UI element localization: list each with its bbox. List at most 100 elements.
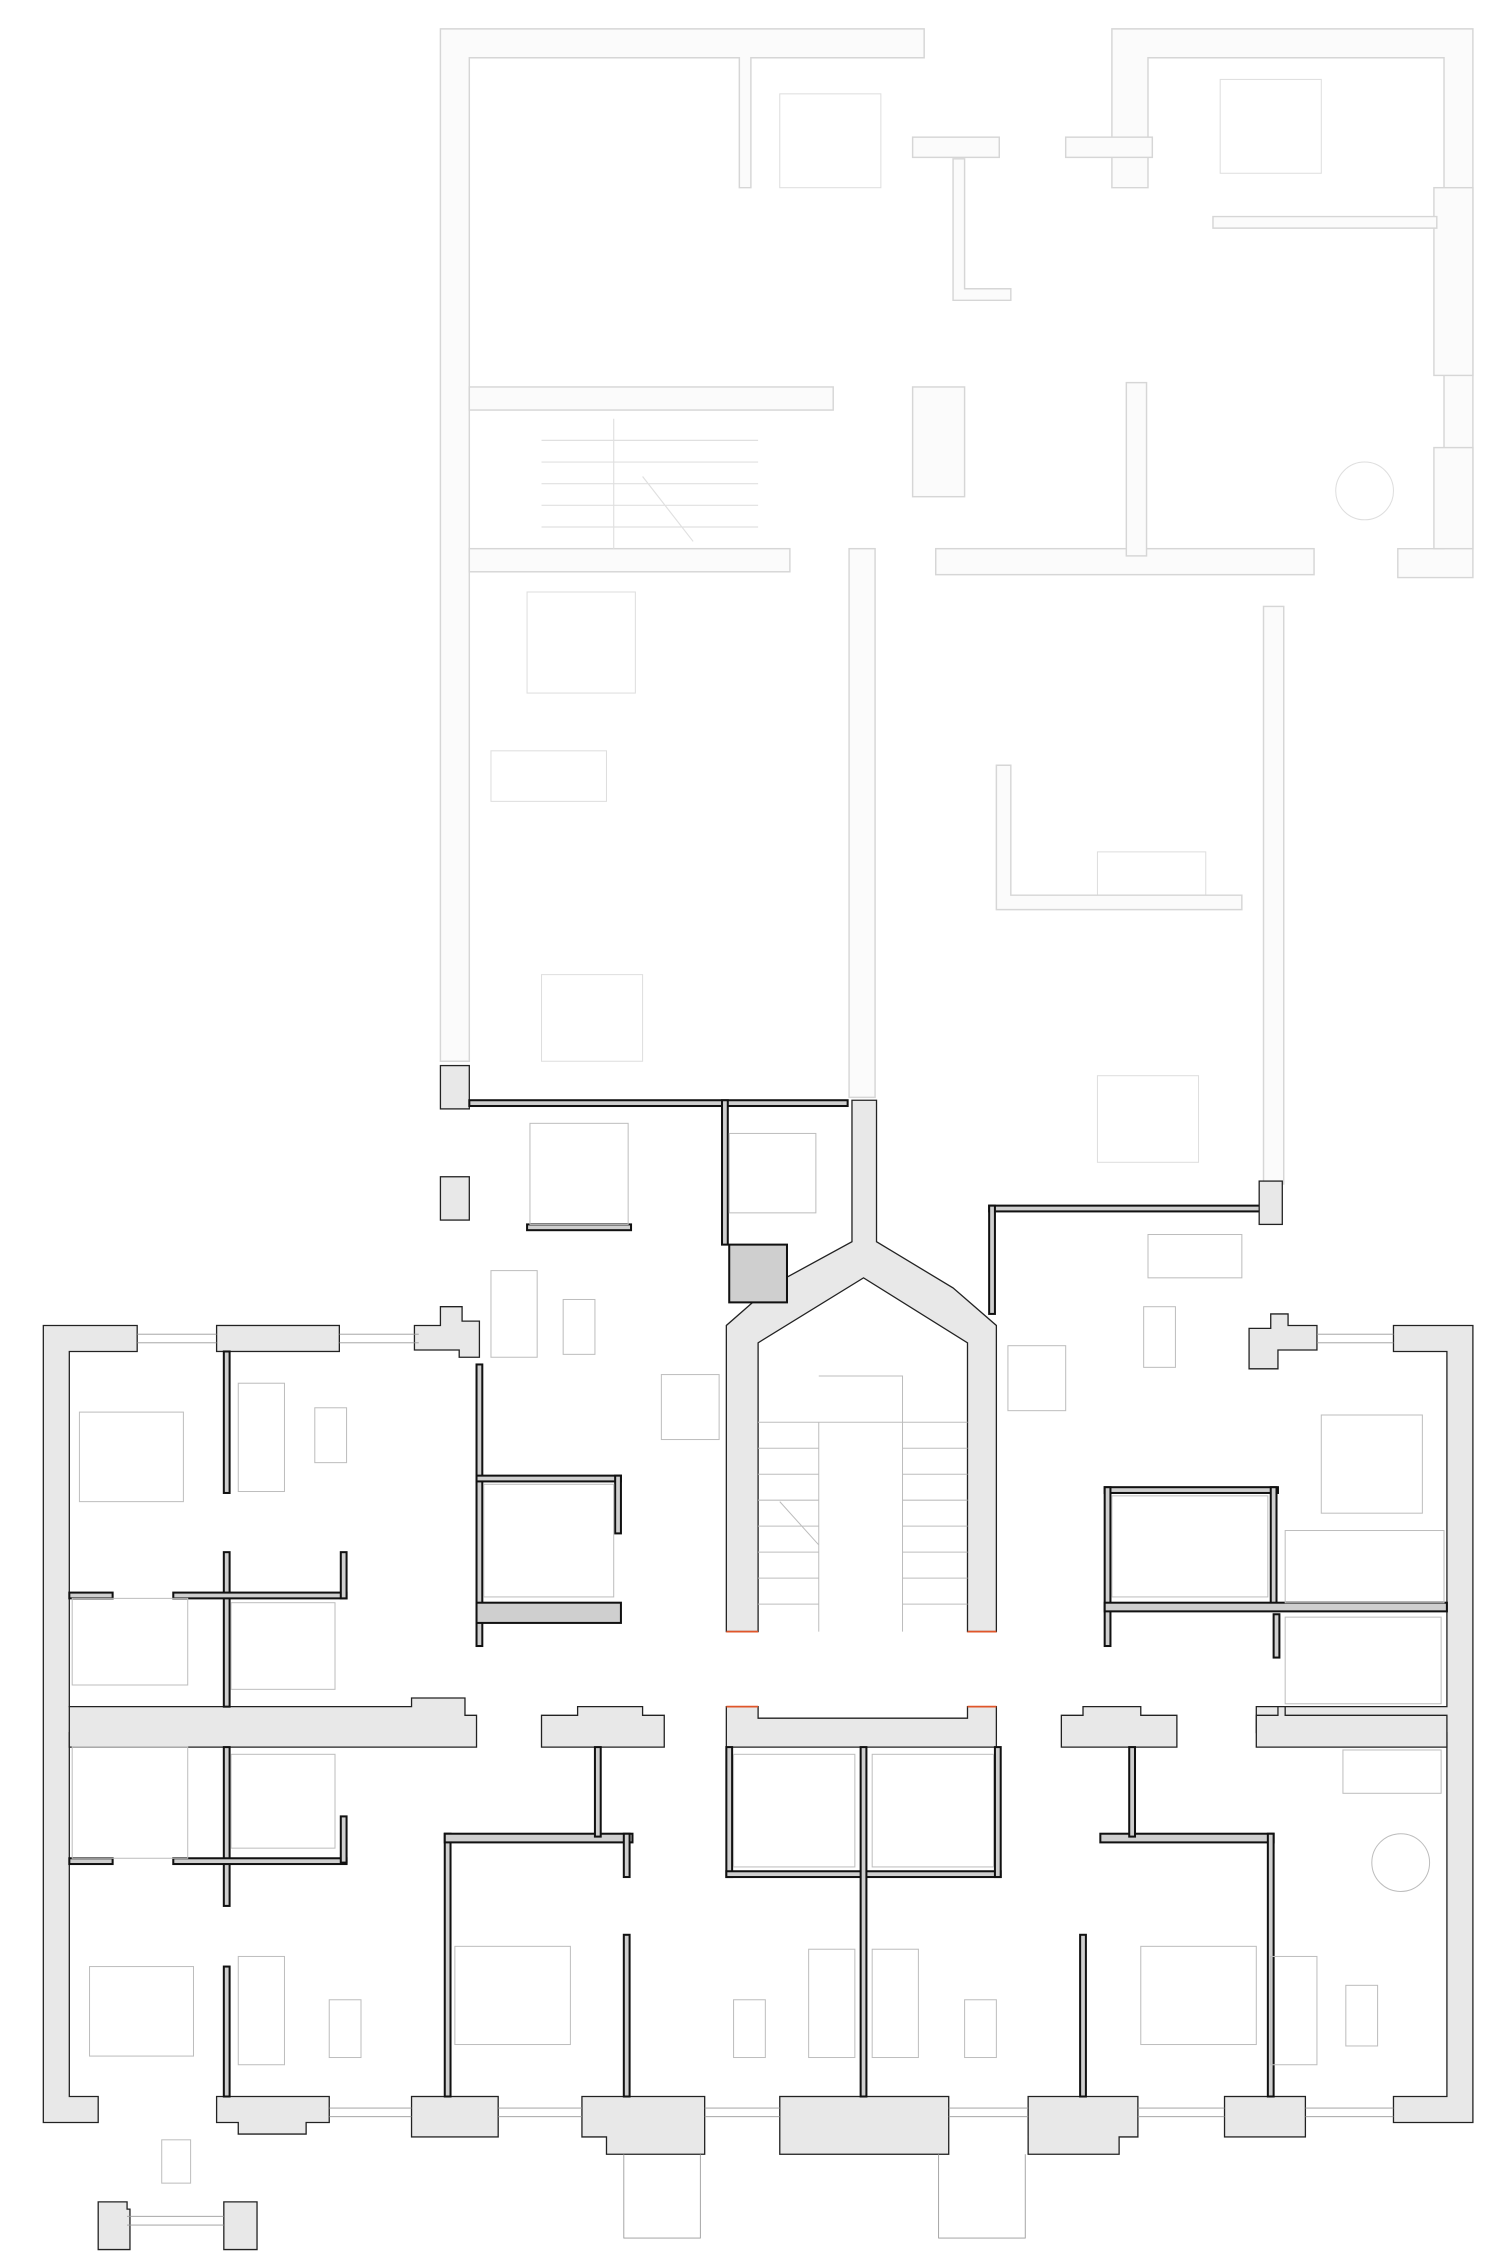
partition-wall bbox=[526, 1223, 633, 1232]
sofa bbox=[237, 1955, 285, 2066]
partition-wall bbox=[622, 1832, 631, 1879]
partition-wall bbox=[68, 1591, 114, 1600]
stair-core bbox=[725, 1099, 998, 1633]
wardrobe bbox=[1284, 1530, 1445, 1604]
bathroom-fixtures bbox=[230, 1753, 336, 1849]
dining-table bbox=[1371, 1833, 1431, 1892]
partition-wall bbox=[1103, 1486, 1279, 1494]
partition-wall bbox=[475, 1363, 484, 1648]
faded-dining-table bbox=[1335, 461, 1394, 521]
bathroom-fixtures bbox=[871, 1753, 994, 1868]
partition-wall bbox=[1099, 1832, 1275, 1844]
faded-wall-balcony bbox=[911, 136, 1000, 159]
window bbox=[137, 1333, 1394, 2118]
partition-wall bbox=[468, 1099, 849, 1108]
wall-column bbox=[1223, 2095, 1307, 2138]
partition-wall bbox=[1269, 1486, 1278, 1611]
sofa bbox=[237, 1382, 285, 1493]
partition-wall bbox=[993, 1746, 1002, 1879]
bathroom-fixtures bbox=[733, 1753, 856, 1868]
wall-column bbox=[1027, 2095, 1139, 2155]
wall-column bbox=[410, 2095, 499, 2138]
partition-wall bbox=[720, 1099, 729, 1246]
kitchen-counter bbox=[1147, 1234, 1243, 1279]
sofa bbox=[490, 1270, 538, 1358]
corridor-walls bbox=[68, 1697, 1448, 1748]
faded-wall-top-left bbox=[439, 28, 925, 1062]
corridor-wall bbox=[68, 1697, 478, 1748]
coffee-table bbox=[1143, 1306, 1176, 1368]
wardrobe bbox=[71, 1597, 189, 1686]
coffee-table bbox=[314, 1407, 348, 1464]
partition-wall bbox=[475, 1601, 622, 1624]
corridor-wall bbox=[1060, 1706, 1178, 1748]
wall-column bbox=[779, 2095, 950, 2155]
partition-wall bbox=[222, 1350, 231, 1494]
faded-wall bbox=[1262, 605, 1285, 1185]
bathroom-fixtures bbox=[230, 1602, 336, 1690]
partition-wall bbox=[728, 1243, 789, 1304]
faded-bed bbox=[541, 974, 644, 1062]
partition-wall bbox=[475, 1474, 622, 1483]
coffee-table bbox=[964, 1999, 997, 2059]
faded-wall bbox=[911, 386, 966, 498]
kitchen-counter bbox=[1342, 1749, 1442, 1794]
partition-wall bbox=[1103, 1486, 1112, 1648]
wall-column bbox=[581, 2095, 706, 2155]
faded-wall bbox=[468, 547, 791, 573]
bed bbox=[78, 1411, 184, 1503]
faded-upper-building bbox=[439, 28, 1474, 1185]
sofa bbox=[871, 1948, 919, 2059]
partition-wall bbox=[593, 1746, 602, 1838]
faded-wall bbox=[1125, 381, 1148, 557]
partition-wall bbox=[859, 1746, 868, 2098]
faded-sofa bbox=[1096, 851, 1207, 896]
bed bbox=[529, 1122, 629, 1225]
bed bbox=[1140, 1945, 1257, 2046]
wall-column bbox=[439, 1176, 470, 1221]
partition-wall bbox=[614, 1474, 622, 1535]
coffee-table bbox=[328, 1999, 362, 2059]
partition-wall bbox=[222, 1551, 231, 1708]
faded-wall bbox=[468, 386, 834, 411]
dining-table bbox=[660, 1374, 720, 1441]
wall-column bbox=[413, 1306, 481, 1358]
partition-wall bbox=[443, 1832, 452, 2098]
corridor-wall bbox=[1255, 1706, 1448, 1748]
faded-bed bbox=[526, 591, 636, 694]
furniture bbox=[71, 1382, 1445, 2184]
partition-wall bbox=[172, 1591, 348, 1600]
wardrobe bbox=[728, 1132, 817, 1214]
coffee-table bbox=[562, 1298, 596, 1355]
partition-wall bbox=[172, 1857, 348, 1866]
entrance-column bbox=[97, 2201, 131, 2251]
entrance-bench bbox=[161, 2139, 192, 2184]
faded-wall bbox=[848, 547, 876, 1099]
partitions bbox=[68, 1350, 1448, 2098]
faded-bed bbox=[1096, 1075, 1200, 1163]
faded-bed bbox=[779, 93, 882, 189]
corridor-wall bbox=[540, 1706, 665, 1748]
partition-wall bbox=[988, 1204, 996, 1315]
dining-table bbox=[1007, 1345, 1067, 1412]
faded-wall-balcony bbox=[1064, 136, 1154, 159]
bathroom-fixtures bbox=[483, 1483, 615, 1598]
faded-wall bbox=[1433, 186, 1474, 377]
partition-wall bbox=[725, 1746, 734, 1879]
wall-column bbox=[215, 2095, 330, 2135]
entrance-column bbox=[223, 2201, 258, 2251]
faded-wall-top-right bbox=[1111, 28, 1474, 579]
stair-core-wall bbox=[725, 1099, 998, 1633]
sofa bbox=[1270, 1955, 1318, 2066]
faded-wall bbox=[935, 547, 1315, 576]
partition-wall bbox=[222, 1965, 231, 2098]
faded-stair bbox=[541, 418, 759, 549]
wall-column bbox=[1248, 1313, 1318, 1370]
coffee-table bbox=[733, 1999, 766, 2059]
partition-wall bbox=[1079, 1933, 1087, 2098]
partition-wall bbox=[1272, 1613, 1281, 1659]
bathroom-fixtures bbox=[1111, 1495, 1269, 1598]
partition-wall bbox=[339, 1815, 348, 1864]
faded-wall bbox=[1433, 446, 1474, 550]
faded-partition bbox=[952, 158, 1438, 911]
